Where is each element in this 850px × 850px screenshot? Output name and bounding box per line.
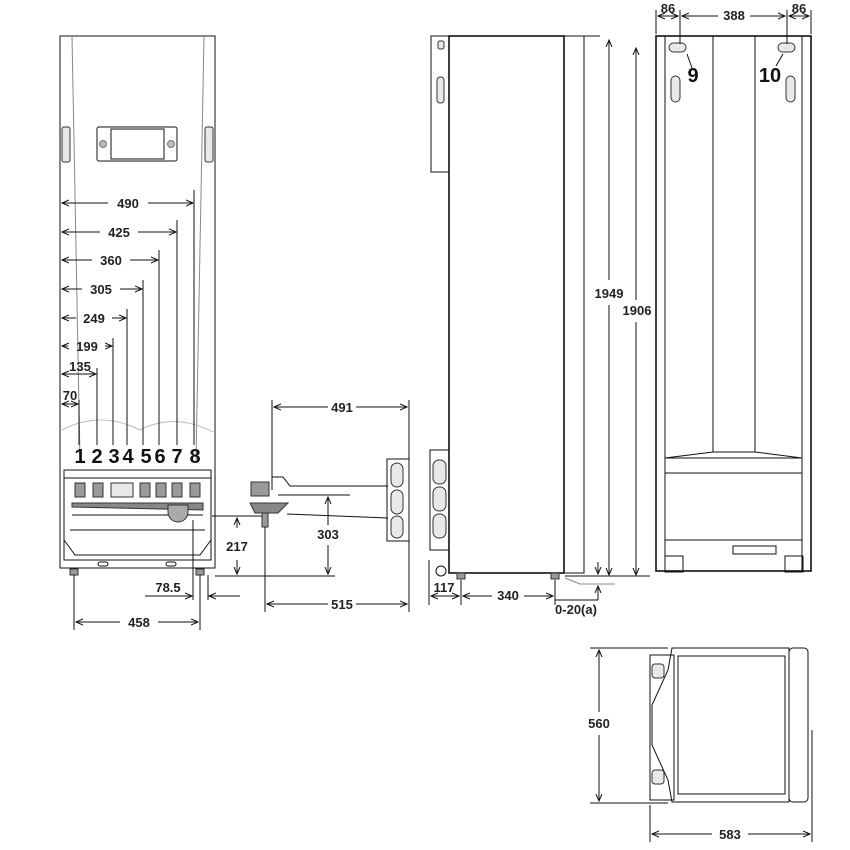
dim-217: 217 (226, 539, 248, 554)
dim-388: 388 (723, 8, 745, 23)
dim-117: 117 (434, 580, 455, 595)
front-horizontal-dimensions: 490 425 360 305 249 199 135 (62, 190, 195, 445)
dim-199: 199 (76, 339, 98, 354)
connection-label-8: 8 (189, 446, 200, 468)
connection-label-6: 6 (154, 446, 165, 468)
dim-515: 515 (331, 597, 353, 612)
dim-458: 458 (128, 615, 150, 630)
dim-583: 583 (719, 827, 741, 842)
dim-340: 340 (497, 588, 519, 603)
connection-label-4: 4 (122, 446, 134, 468)
dim-135: 135 (69, 359, 91, 374)
dim-249: 249 (83, 311, 105, 326)
rear-view: 9 10 86 388 86 (655, 1, 812, 573)
connection-label-5: 5 (140, 446, 151, 468)
label-9: 9 (687, 65, 698, 87)
dim-1949: 1949 (595, 286, 624, 301)
dim-1906: 1906 (623, 303, 652, 318)
dim-491: 491 (331, 400, 353, 415)
label-10: 10 (759, 65, 781, 87)
dim-86-left: 86 (661, 1, 675, 16)
connection-label-3: 3 (108, 446, 119, 468)
side-view: 1949 1906 0-20(a) 117 340 (428, 35, 652, 617)
dim-560: 560 (588, 716, 610, 731)
dim-360: 360 (100, 253, 122, 268)
dim-0-20a: 0-20(a) (555, 602, 597, 617)
dim-303: 303 (317, 527, 339, 542)
dim-70: 70 (63, 388, 77, 403)
dim-86-right: 86 (792, 1, 806, 16)
dim-425: 425 (108, 225, 130, 240)
connection-label-7: 7 (171, 446, 182, 468)
bracket-view: 217 491 303 515 (212, 400, 410, 612)
dim-490: 490 (117, 196, 139, 211)
dim-78-5: 78.5 (155, 580, 180, 595)
dim-305: 305 (90, 282, 112, 297)
front-view: 1 2 3 4 5 6 7 8 490 425 360 305 (59, 35, 240, 630)
connection-label-2: 2 (91, 446, 102, 468)
connection-fittings (74, 482, 201, 498)
connection-label-1: 1 (74, 446, 85, 468)
top-view: 560 583 (588, 647, 813, 842)
